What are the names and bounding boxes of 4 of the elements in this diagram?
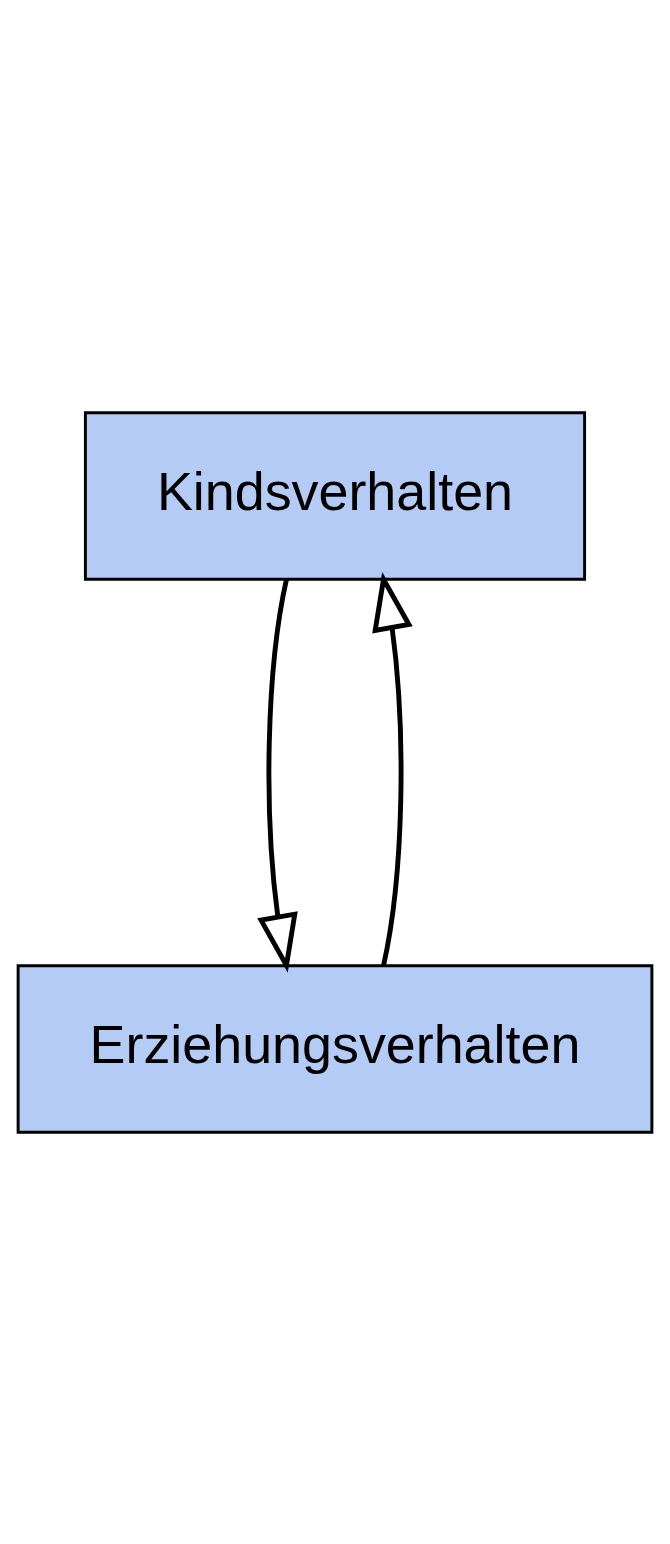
node-box: Kindsverhalten: [83, 410, 587, 581]
arrow: [372, 571, 413, 966]
node-box: Erziehungsverhalten: [16, 963, 654, 1134]
arrow: [257, 578, 298, 973]
